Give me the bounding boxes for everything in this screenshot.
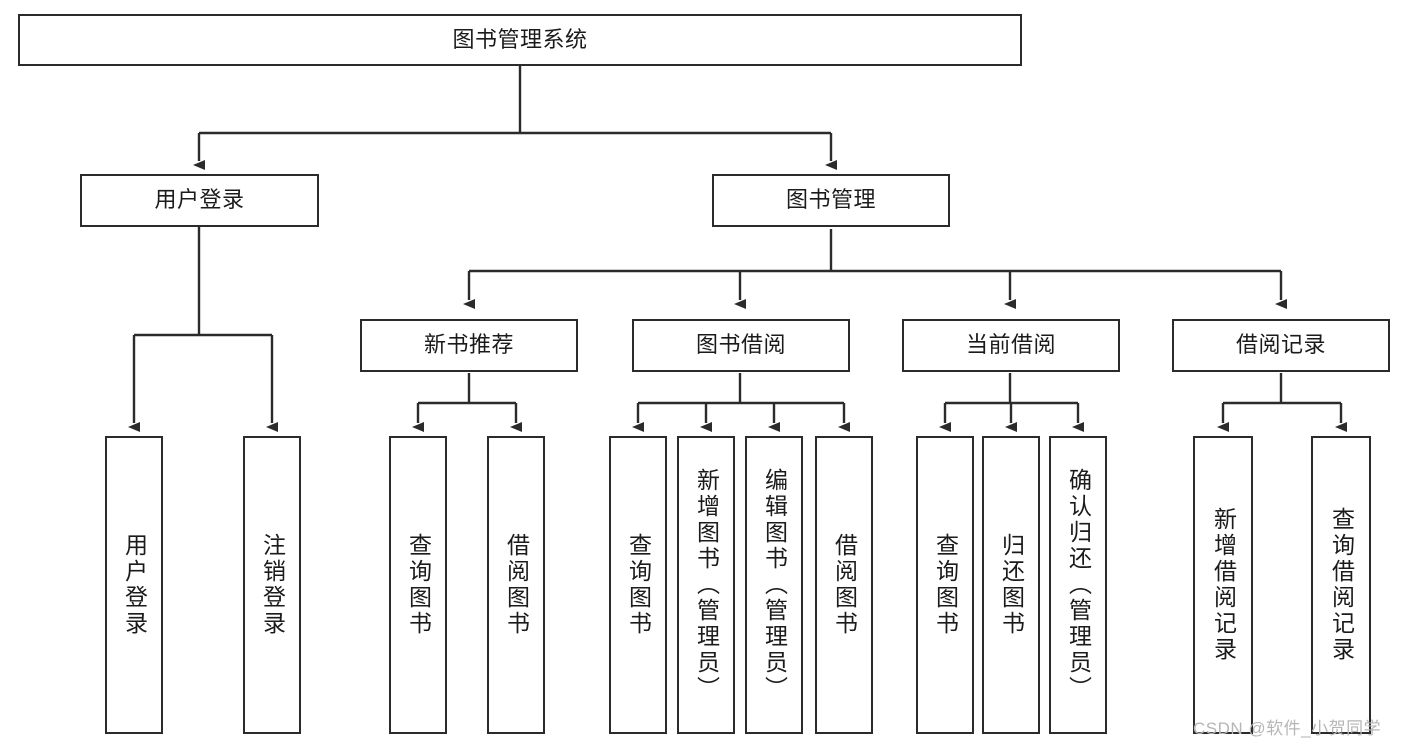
leaf-user-login-label: 用户登录 bbox=[121, 533, 148, 637]
node-new-book-recommend-label: 新书推荐 bbox=[423, 332, 514, 358]
leaf-return-book[interactable]: 归还图书 bbox=[982, 436, 1040, 734]
leaf-user-login[interactable]: 用户登录 bbox=[105, 436, 163, 734]
node-current-borrow-label: 当前借阅 bbox=[965, 332, 1056, 358]
node-user-login[interactable]: 用户登录 bbox=[80, 174, 319, 227]
leaf-edit-book-label: 编辑图书（管理员） bbox=[761, 468, 788, 702]
leaf-query-book-2-label: 查询图书 bbox=[625, 533, 652, 637]
leaf-return-book-label: 归还图书 bbox=[998, 533, 1025, 637]
node-borrow-record[interactable]: 借阅记录 bbox=[1172, 319, 1390, 372]
leaf-query-book-2[interactable]: 查询图书 bbox=[609, 436, 667, 734]
leaf-query-book-3-label: 查询图书 bbox=[932, 533, 959, 637]
node-borrow-record-label: 借阅记录 bbox=[1235, 332, 1326, 358]
node-new-book-recommend[interactable]: 新书推荐 bbox=[360, 319, 578, 372]
leaf-confirm-return[interactable]: 确认归还（管理员） bbox=[1049, 436, 1107, 734]
leaf-add-book-label: 新增图书（管理员） bbox=[693, 468, 720, 702]
leaf-borrow-book-2-label: 借阅图书 bbox=[831, 533, 858, 637]
leaf-query-book-1[interactable]: 查询图书 bbox=[389, 436, 447, 734]
node-book-borrow-label: 图书借阅 bbox=[695, 332, 786, 358]
node-user-login-label: 用户登录 bbox=[154, 187, 245, 213]
node-book-borrow[interactable]: 图书借阅 bbox=[632, 319, 850, 372]
node-root-label: 图书管理系统 bbox=[452, 26, 588, 52]
leaf-query-record-label: 查询借阅记录 bbox=[1328, 507, 1355, 663]
leaf-query-record[interactable]: 查询借阅记录 bbox=[1311, 436, 1371, 734]
leaf-user-logout[interactable]: 注销登录 bbox=[243, 436, 301, 734]
node-root[interactable]: 图书管理系统 bbox=[18, 14, 1022, 66]
leaf-add-book[interactable]: 新增图书（管理员） bbox=[677, 436, 735, 734]
leaf-edit-book[interactable]: 编辑图书（管理员） bbox=[745, 436, 803, 734]
leaf-borrow-book-2[interactable]: 借阅图书 bbox=[815, 436, 873, 734]
leaf-add-record-label: 新增借阅记录 bbox=[1210, 507, 1237, 663]
node-current-borrow[interactable]: 当前借阅 bbox=[902, 319, 1120, 372]
leaf-confirm-return-label: 确认归还（管理员） bbox=[1065, 468, 1092, 702]
leaf-borrow-book-1[interactable]: 借阅图书 bbox=[487, 436, 545, 734]
node-book-management-label: 图书管理 bbox=[785, 187, 876, 213]
leaf-user-logout-label: 注销登录 bbox=[259, 533, 286, 637]
node-book-management[interactable]: 图书管理 bbox=[712, 174, 950, 227]
leaf-borrow-book-1-label: 借阅图书 bbox=[503, 533, 530, 637]
leaf-add-record[interactable]: 新增借阅记录 bbox=[1193, 436, 1253, 734]
csdn-watermark: CSDN @软件_小贺同学 bbox=[1193, 719, 1382, 738]
leaf-query-book-1-label: 查询图书 bbox=[405, 533, 432, 637]
leaf-query-book-3[interactable]: 查询图书 bbox=[916, 436, 974, 734]
